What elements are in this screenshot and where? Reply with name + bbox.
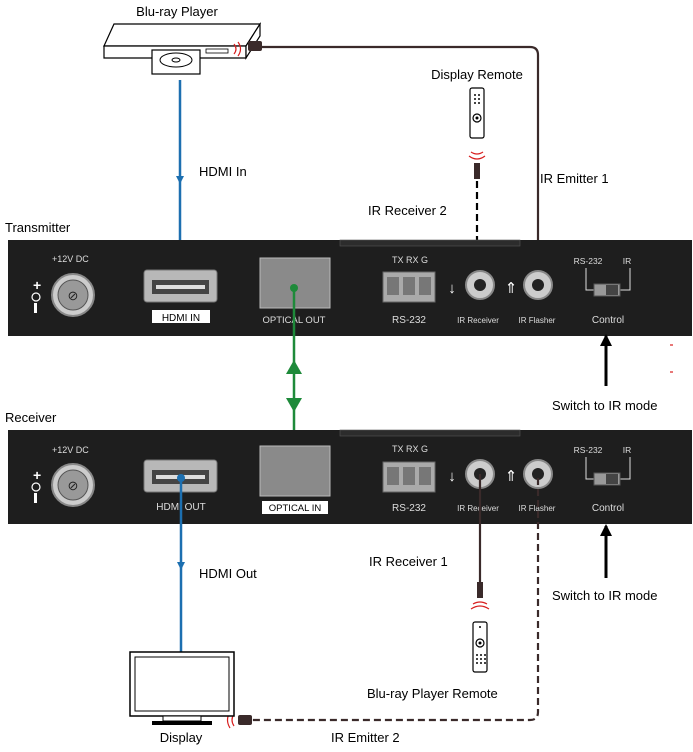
ir-receiver-2-sensor (474, 163, 480, 179)
svg-text:↓: ↓ (448, 468, 456, 485)
display-label: Display (160, 730, 203, 745)
svg-text:+: + (33, 277, 41, 293)
svg-text:↓: ↓ (448, 280, 456, 297)
ir-emitter-2-cable (250, 478, 540, 722)
receiver-control-label: Control (592, 503, 624, 514)
svg-text:⇑: ⇑ (505, 468, 518, 485)
receiver-switch-left: RS-232 (574, 445, 603, 455)
fiber-arrow-up (286, 360, 302, 374)
transmitter-switch-left: RS-232 (574, 256, 603, 266)
svg-text:+: + (33, 467, 41, 483)
bluray-player-icon (103, 21, 262, 75)
display-remote-label: Display Remote (431, 67, 523, 82)
transmitter-control-label: Control (592, 315, 624, 326)
transmitter-power-label: +12V DC (52, 254, 89, 264)
receiver-panel: +12V DC + ⊘ HDMI OUT OPTICAL IN TX RX G … (8, 429, 692, 524)
display-remote-icon (468, 87, 486, 160)
transmitter-switch-right: IR (623, 256, 632, 266)
receiver-ir-receiver-label: IR Receiver (457, 504, 499, 513)
transmitter-rs232-pins: TX RX G (392, 255, 428, 265)
ir-emitter-1-label: IR Emitter 1 (540, 171, 609, 186)
ir-receiver-1-label: IR Receiver 1 (369, 554, 448, 569)
ir-receiver-2-label: IR Receiver 2 (368, 203, 447, 218)
hdmi-out-label: HDMI Out (199, 566, 257, 581)
switch-top-note: Switch to IR mode (552, 398, 658, 413)
receiver-rs232-pins: TX RX G (392, 444, 428, 454)
switch-bottom-note: Switch to IR mode (552, 588, 658, 603)
svg-text:⊘: ⊘ (68, 478, 79, 493)
receiver-optical-port (259, 445, 331, 497)
transmitter-panel: +12V DC + ⊘ HDMI IN OPTICAL OUT TX RX G … (8, 239, 692, 336)
bluray-remote-label: Blu-ray Player Remote (367, 686, 498, 701)
ir-receiver-1-sensor (477, 582, 483, 598)
fiber-arrow-down (286, 398, 302, 412)
receiver-optical-label: OPTICAL IN (269, 503, 322, 514)
ir-emitter-1-plug (248, 41, 262, 51)
ir-emitter-1-cable (262, 45, 540, 272)
ir-emitter-2-label: IR Emitter 2 (331, 730, 400, 745)
bluray-remote-icon (472, 621, 488, 673)
transmitter-hdmi-label: HDMI IN (162, 313, 200, 324)
receiver-switch-right: IR (623, 445, 632, 455)
receiver-rs232-label: RS-232 (392, 503, 426, 514)
hdmi-in-label: HDMI In (199, 164, 247, 179)
bluray-player-label: Blu-ray Player (136, 4, 218, 19)
svg-text:⇑: ⇑ (505, 280, 518, 297)
ir-emitter-2-plug (238, 715, 252, 725)
receiver-ir-flasher-label: IR Flasher (519, 504, 556, 513)
transmitter-rs232-label: RS-232 (392, 315, 426, 326)
receiver-power-label: +12V DC (52, 445, 89, 455)
transmitter-ir-receiver-label: IR Receiver (457, 316, 499, 325)
display-icon (129, 651, 235, 725)
transmitter-ir-flasher-label: IR Flasher (519, 316, 556, 325)
svg-text:⊘: ⊘ (68, 288, 79, 303)
receiver-title: Receiver (5, 410, 57, 425)
transmitter-title: Transmitter (5, 220, 71, 235)
